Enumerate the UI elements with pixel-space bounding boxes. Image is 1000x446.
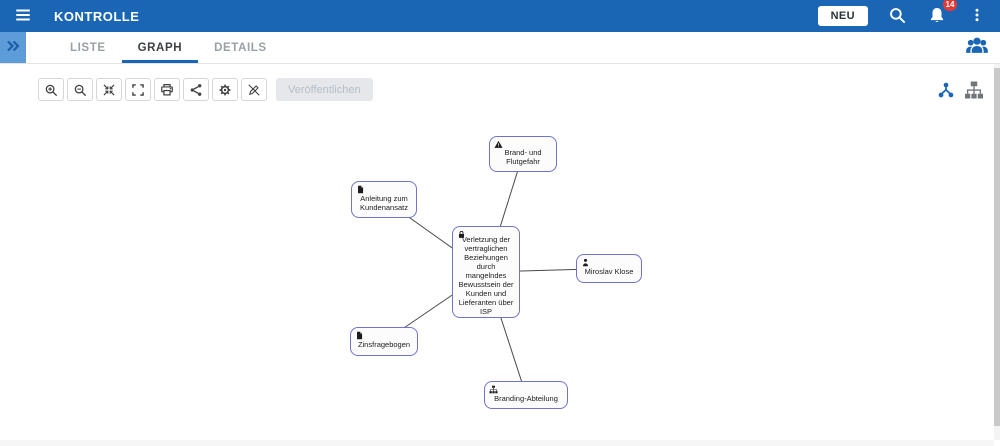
warning-icon: [494, 140, 503, 151]
zoom-in-icon: [45, 84, 57, 96]
expand-panel-button[interactable]: [0, 32, 26, 63]
graph-node-zins[interactable]: Zinsfragebogen: [350, 327, 418, 356]
kebab-menu-icon: [969, 7, 985, 26]
share-icon: [190, 83, 202, 96]
graph-node-brand[interactable]: Brand- und Flutgefahr: [489, 136, 557, 172]
bell-icon: [930, 7, 944, 22]
tab-bar: LISTE GRAPH DETAILS: [0, 32, 1000, 64]
notifications-button[interactable]: 14: [926, 0, 957, 27]
graph-node-anleitung[interactable]: Anleitung zum Kundenansatz: [351, 181, 417, 218]
document-icon: [358, 185, 364, 194]
lock-icon: [458, 230, 465, 238]
publish-button[interactable]: Veröffentlichen: [276, 78, 373, 101]
search-icon: [890, 7, 906, 23]
new-button[interactable]: NEU: [817, 6, 868, 26]
graph-node-label: Verletzung der vertraglichen Beziehungen…: [458, 234, 514, 316]
hamburger-icon: [14, 6, 32, 27]
edit-off-button[interactable]: [241, 78, 267, 101]
document-icon: [356, 185, 365, 196]
settings-icon: [219, 84, 231, 95]
group-icon: [965, 34, 989, 61]
network-view-button[interactable]: [937, 81, 955, 102]
org-chart-view-button[interactable]: [964, 80, 984, 103]
bell-icon: [928, 6, 946, 27]
fullscreen-icon: [132, 83, 144, 96]
search-button[interactable]: [886, 5, 908, 27]
print-button[interactable]: [154, 78, 180, 101]
group-icon: [966, 37, 988, 53]
warning-icon: [494, 140, 503, 148]
tab-liste[interactable]: LISTE: [70, 41, 106, 54]
org-chart-icon: [965, 81, 983, 99]
notification-badge: 14: [943, 0, 957, 11]
print-icon: [161, 83, 173, 96]
edit-off-icon: [248, 83, 260, 96]
kebab-menu-icon: [975, 8, 979, 21]
group-button[interactable]: [962, 35, 992, 61]
page-title: KONTROLLE: [54, 8, 140, 24]
double-chevron-right-icon: [7, 40, 20, 52]
tab-details[interactable]: DETAILS: [214, 41, 267, 54]
settings-button[interactable]: [212, 78, 238, 101]
person-icon: [581, 258, 590, 269]
search-icon: [888, 6, 906, 27]
zoom-in-button[interactable]: [38, 78, 64, 101]
top-app-bar: KONTROLLE NEU 14: [0, 0, 1000, 32]
graph-node-label: Branding-Abteilung: [494, 393, 558, 403]
zoom-out-button[interactable]: [67, 78, 93, 101]
graph-canvas[interactable]: Veröffentlichen Verletzung der vertragli…: [0, 64, 1000, 446]
zoom-out-icon: [74, 84, 86, 96]
tabbar-spacer: [283, 32, 962, 63]
hamburger-icon: [16, 9, 30, 20]
org-chart-icon: [964, 80, 984, 103]
graph-toolbar: Veröffentlichen: [38, 78, 373, 101]
document-icon: [357, 331, 363, 340]
compress-button[interactable]: [96, 78, 122, 101]
network-graph-icon: [938, 82, 954, 98]
tabs: LISTE GRAPH DETAILS: [54, 32, 283, 63]
fullscreen-button[interactable]: [125, 78, 151, 101]
tab-graph[interactable]: GRAPH: [121, 32, 199, 63]
overflow-menu-button[interactable]: [966, 5, 988, 27]
vertical-scrollbar-track: [994, 64, 1000, 440]
network-graph-icon: [937, 81, 955, 102]
person-icon: [583, 258, 588, 267]
horizontal-scrollbar-track: [0, 440, 994, 446]
graph-node-label: Anleitung zum Kundenansatz: [360, 193, 408, 212]
view-toggle: [937, 80, 984, 103]
compress-icon: [103, 84, 115, 95]
sitemap-icon: [489, 385, 498, 394]
graph-node-klose[interactable]: Miroslav Klose: [576, 254, 642, 283]
graph-node-label: Brand- und Flutgefahr: [504, 148, 542, 166]
graph-node-label: Miroslav Klose: [584, 267, 634, 276]
document-icon: [355, 331, 364, 342]
toolbar-buttons: [38, 78, 267, 101]
graph-node-label: Zinsfragebogen: [357, 340, 411, 349]
graph-node-risk[interactable]: Verletzung der vertraglichen Beziehungen…: [452, 226, 520, 318]
menu-button[interactable]: [12, 5, 34, 27]
vertical-scrollbar[interactable]: [994, 68, 1000, 426]
double-chevron-right-icon: [5, 38, 21, 57]
graph-node-branding[interactable]: Branding-Abteilung: [484, 381, 568, 409]
sitemap-icon: [489, 385, 498, 396]
share-button[interactable]: [183, 78, 209, 101]
lock-icon: [457, 230, 466, 241]
